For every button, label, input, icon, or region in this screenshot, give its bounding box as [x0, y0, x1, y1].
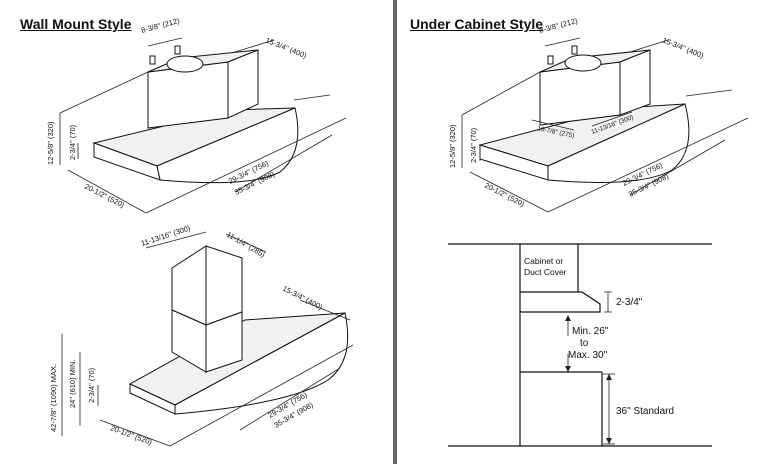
duct-side-face [227, 49, 259, 119]
dim-chimney-canopy-depth: 15-3/4" (400) [281, 284, 324, 312]
wall-mount-hood-diagram: 8-3/8" (212) 15-3/4" (400) 12-5/8" (320)… [46, 16, 347, 214]
dim-min-height: 24" (610) MIN. [68, 359, 77, 408]
bracket-left [149, 55, 156, 65]
dim-duct-width: 8-3/8" (212) [140, 16, 181, 35]
wall-mount-chimney-diagram: 11-13/16" (300) 11-1/4" (285) 15-3/4" (4… [49, 223, 354, 447]
uc-canopy-front [547, 103, 690, 183]
under-cabinet-hood-diagram: 8-3/8" (212) 15-3/4" (400) 12-5/8" (320)… [448, 16, 749, 213]
under-cabinet-heading: Under Cabinet Style [410, 16, 544, 32]
cabinet-label-line2: Duct Cover [524, 267, 567, 277]
gap-min-label: Min. 26" [572, 326, 609, 337]
chimney-canopy-side [129, 383, 176, 415]
center-divider [393, 0, 397, 464]
uc-duct-opening [564, 54, 602, 72]
hood-profile [519, 291, 601, 313]
counter-height-label: 36" Standard [616, 406, 674, 417]
installation-side-view: Cabinet or Duct Cover 2-3/4" Min. 26" to… [448, 243, 712, 447]
uc-bracket-right [571, 45, 578, 55]
cabinet-label-line1: Cabinet or [524, 256, 563, 266]
wall-mount-heading: Wall Mount Style [20, 16, 132, 32]
dim-body-height: 2-3/4" (70) [68, 124, 77, 160]
canopy-front-face [156, 107, 299, 184]
dim-chimney-width: 11-13/16" (300) [140, 223, 192, 248]
canopy-side-face [93, 142, 161, 181]
dim-chimney-body-height: 2-3/4" (70) [87, 367, 96, 403]
gap-to-label: to [580, 338, 589, 349]
bracket-right [174, 45, 181, 55]
dim-chimney-side: 20-1/2" (520) [109, 423, 153, 447]
uc-duct-front [539, 61, 621, 126]
dim-uc-depth: 15-3/4" (400) [661, 36, 705, 61]
dim-uc-total-height: 12-5/8" (320) [448, 124, 457, 168]
dim-max-height: 42-7/8" (1090) MAX. [49, 364, 58, 432]
uc-bracket-left [547, 55, 554, 65]
uc-duct-side [619, 49, 651, 116]
dim-uc-body-height: 2-3/4" (70) [469, 127, 478, 163]
chimney-lower-right [205, 311, 243, 373]
duct-opening [166, 55, 204, 73]
dim-side: 20-1/2" (520) [83, 182, 126, 210]
gap-max-label: Max. 30" [568, 350, 608, 361]
dim-depth: 15-3/4" (400) [264, 36, 308, 61]
chimney-upper-right [205, 245, 243, 326]
dim-total-height: 12-5/8" (320) [46, 121, 55, 165]
chimney-canopy-front [174, 312, 349, 415]
dim-uc-duct-width: 8-3/8" (212) [538, 16, 579, 35]
dim-uc-side: 20-1/2" (520) [483, 181, 526, 209]
hood-height-label: 2-3/4" [616, 297, 643, 308]
